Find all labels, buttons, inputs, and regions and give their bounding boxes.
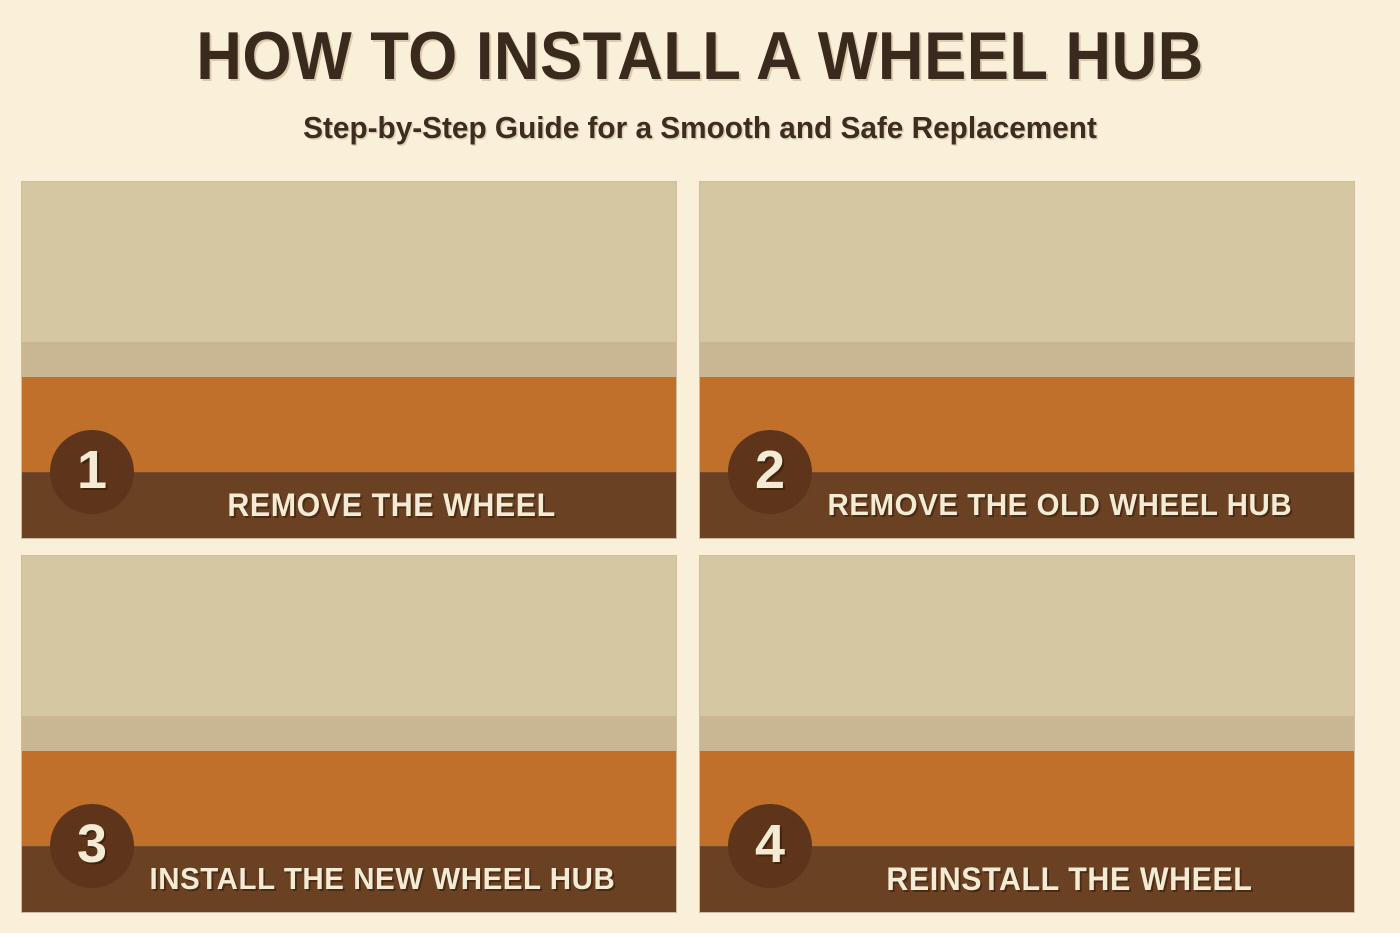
step-badge-1: 1 bbox=[50, 430, 134, 514]
step-panel-1[interactable]: 1 REMOVE THE WHEEL bbox=[22, 182, 676, 538]
step-caption-text: REINSTALL THE WHEEL bbox=[886, 860, 1253, 897]
background-band-horizon bbox=[22, 342, 676, 377]
background-band-horizon bbox=[700, 342, 1354, 377]
page-subtitle: Step-by-Step Guide for a Smooth and Safe… bbox=[303, 110, 1097, 145]
background-band-horizon bbox=[22, 716, 676, 751]
step-badge-3: 3 bbox=[50, 804, 134, 888]
step-panel-2[interactable]: 2 REMOVE THE OLD WHEEL HUB bbox=[700, 182, 1354, 538]
step-panel-4[interactable]: 4 REINSTALL THE WHEEL bbox=[700, 556, 1354, 912]
background-band-horizon bbox=[700, 716, 1354, 751]
step-panel-3[interactable]: 3 INSTALL THE NEW WHEEL HUB bbox=[22, 556, 676, 912]
step-caption-text: REMOVE THE OLD WHEEL HUB bbox=[827, 487, 1293, 522]
step-number: 2 bbox=[754, 440, 786, 500]
background-band-sky bbox=[22, 556, 676, 716]
step-caption-bar-1: REMOVE THE WHEEL bbox=[22, 472, 676, 538]
step-badge-2: 2 bbox=[728, 430, 812, 514]
background-band-sky bbox=[700, 556, 1354, 716]
page-title: HOW TO INSTALL A WHEEL HUB bbox=[196, 18, 1204, 94]
background-band-sky bbox=[700, 182, 1354, 342]
background-band-sky bbox=[22, 182, 676, 342]
step-number: 4 bbox=[754, 814, 786, 874]
steps-grid: 1 REMOVE THE WHEEL bbox=[22, 182, 1354, 912]
step-badge-4: 4 bbox=[728, 804, 812, 888]
step-number: 3 bbox=[76, 814, 108, 874]
step-caption-text: REMOVE THE WHEEL bbox=[227, 486, 556, 523]
step-number: 1 bbox=[76, 440, 108, 500]
step-caption-text: INSTALL THE NEW WHEEL HUB bbox=[149, 861, 616, 896]
poster-header: HOW TO INSTALL A WHEEL HUB Step-by-Step … bbox=[0, 0, 1400, 175]
step-caption-bar-3: INSTALL THE NEW WHEEL HUB bbox=[22, 846, 676, 912]
